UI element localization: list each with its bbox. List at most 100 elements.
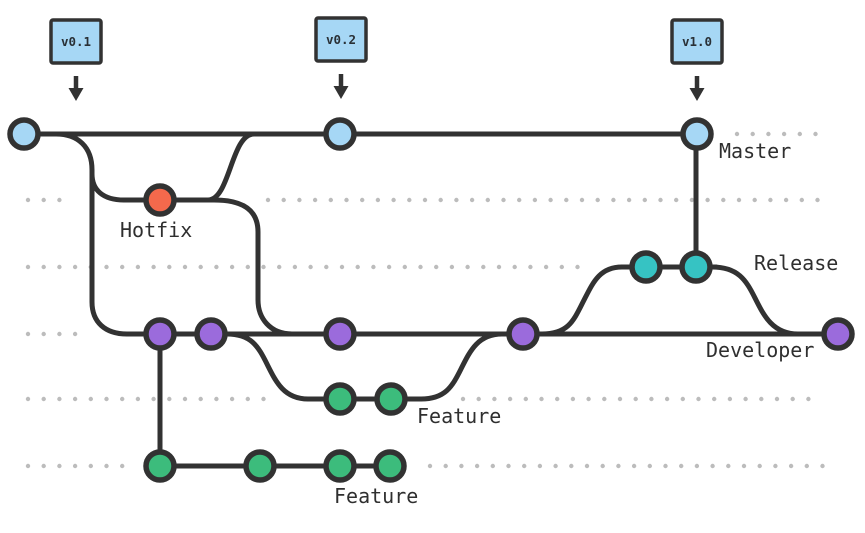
track-dot — [229, 264, 235, 270]
track-dot — [774, 396, 780, 402]
track-dot — [281, 197, 286, 203]
track-dot — [600, 463, 605, 469]
developer-commit-node — [323, 317, 357, 351]
feature-commit-node — [143, 449, 177, 483]
track-dot — [649, 396, 654, 402]
track-dot — [727, 396, 733, 402]
track-dot — [579, 197, 585, 203]
track-dot — [532, 197, 538, 203]
track-dot — [631, 463, 637, 469]
feature-commit-node — [243, 449, 277, 483]
track-dot — [355, 264, 360, 270]
track-dot — [88, 463, 94, 469]
track-dot — [694, 463, 700, 469]
track-dot — [710, 463, 715, 469]
track-dot — [476, 396, 481, 402]
track-dot — [386, 264, 392, 270]
track-dot — [25, 331, 31, 337]
track-dot — [750, 131, 755, 137]
release-merge-to-developer — [709, 264, 801, 337]
track-dot — [611, 197, 616, 203]
track-dot — [25, 197, 31, 203]
track-dot — [308, 264, 313, 270]
track-dot — [167, 264, 172, 270]
hotfix-merge-to-developer — [211, 197, 295, 337]
track-dot — [773, 463, 778, 469]
track-dot — [705, 197, 710, 203]
branch-label-hotfix: Hotfix — [120, 218, 192, 242]
release-branch-from-developer — [539, 264, 625, 337]
track-dot — [528, 264, 533, 270]
track-dot — [427, 463, 433, 469]
track-dot — [781, 131, 787, 137]
track-dot — [454, 197, 459, 203]
track-dot — [595, 197, 600, 203]
track-dot — [151, 396, 156, 402]
track-dot — [402, 264, 407, 270]
track-dot — [501, 197, 506, 203]
track-dot — [734, 131, 740, 137]
track-dot — [41, 396, 46, 402]
version-tag-v0.1: v0.1 — [49, 18, 103, 101]
developer-commit-node — [143, 317, 177, 351]
track-dot — [539, 396, 544, 402]
feature-commit-node — [323, 382, 357, 416]
tag-arrow-head-icon — [333, 86, 349, 99]
track-dot — [265, 197, 271, 203]
track-dot — [663, 463, 668, 469]
branch-label-feature-top: Feature — [417, 404, 501, 428]
track-dot — [555, 396, 560, 402]
track-dot — [689, 197, 695, 203]
version-tag-v0.2: v0.2 — [314, 16, 368, 99]
track-dot — [799, 197, 804, 203]
release-commit-node — [629, 250, 663, 284]
track-dot — [41, 197, 46, 203]
track-dot — [57, 463, 62, 469]
branch-label-feature-bottom: Feature — [334, 484, 418, 508]
track-dot — [120, 396, 125, 402]
feature-commit-node — [374, 382, 408, 416]
track-dot — [344, 197, 349, 203]
track-dot — [198, 264, 203, 270]
release-commit-node — [679, 250, 713, 284]
track-dot — [815, 197, 820, 203]
track-dot — [375, 197, 381, 203]
track-dot — [664, 396, 670, 402]
tag-arrow-head-icon — [689, 88, 705, 101]
track-dot — [104, 396, 109, 402]
track-dot — [214, 264, 219, 270]
track-dot — [277, 264, 282, 270]
track-dot — [522, 463, 527, 469]
tag-box — [314, 16, 368, 63]
track-dot — [642, 197, 647, 203]
develop-branch-from-master — [53, 131, 130, 337]
track-dot — [602, 396, 607, 402]
track-dot — [553, 463, 558, 469]
feature-top-merge-to-developer — [418, 331, 505, 402]
track-dot — [324, 264, 329, 270]
hotfix-branch-from-master — [89, 171, 127, 203]
track-dot — [182, 264, 188, 270]
track-dot — [726, 463, 731, 469]
track-dot — [25, 264, 31, 270]
track-dot — [25, 396, 31, 402]
track-dot — [328, 197, 333, 203]
track-dot — [434, 264, 439, 270]
track-dot — [182, 396, 188, 402]
hotfix-commit-node — [143, 183, 177, 217]
tag-box — [670, 18, 724, 65]
track-dot — [72, 264, 78, 270]
feature-commit-node — [323, 449, 357, 483]
track-dot — [245, 264, 250, 270]
track-dot — [569, 463, 574, 469]
track-dot — [543, 264, 549, 270]
track-dot — [537, 463, 543, 469]
track-dot — [757, 463, 762, 469]
track-dot — [422, 197, 428, 203]
track-dot — [292, 264, 298, 270]
track-dot — [443, 463, 448, 469]
version-tag-v1.0: v1.0 — [670, 18, 724, 101]
tag-label: v0.1 — [61, 34, 91, 49]
